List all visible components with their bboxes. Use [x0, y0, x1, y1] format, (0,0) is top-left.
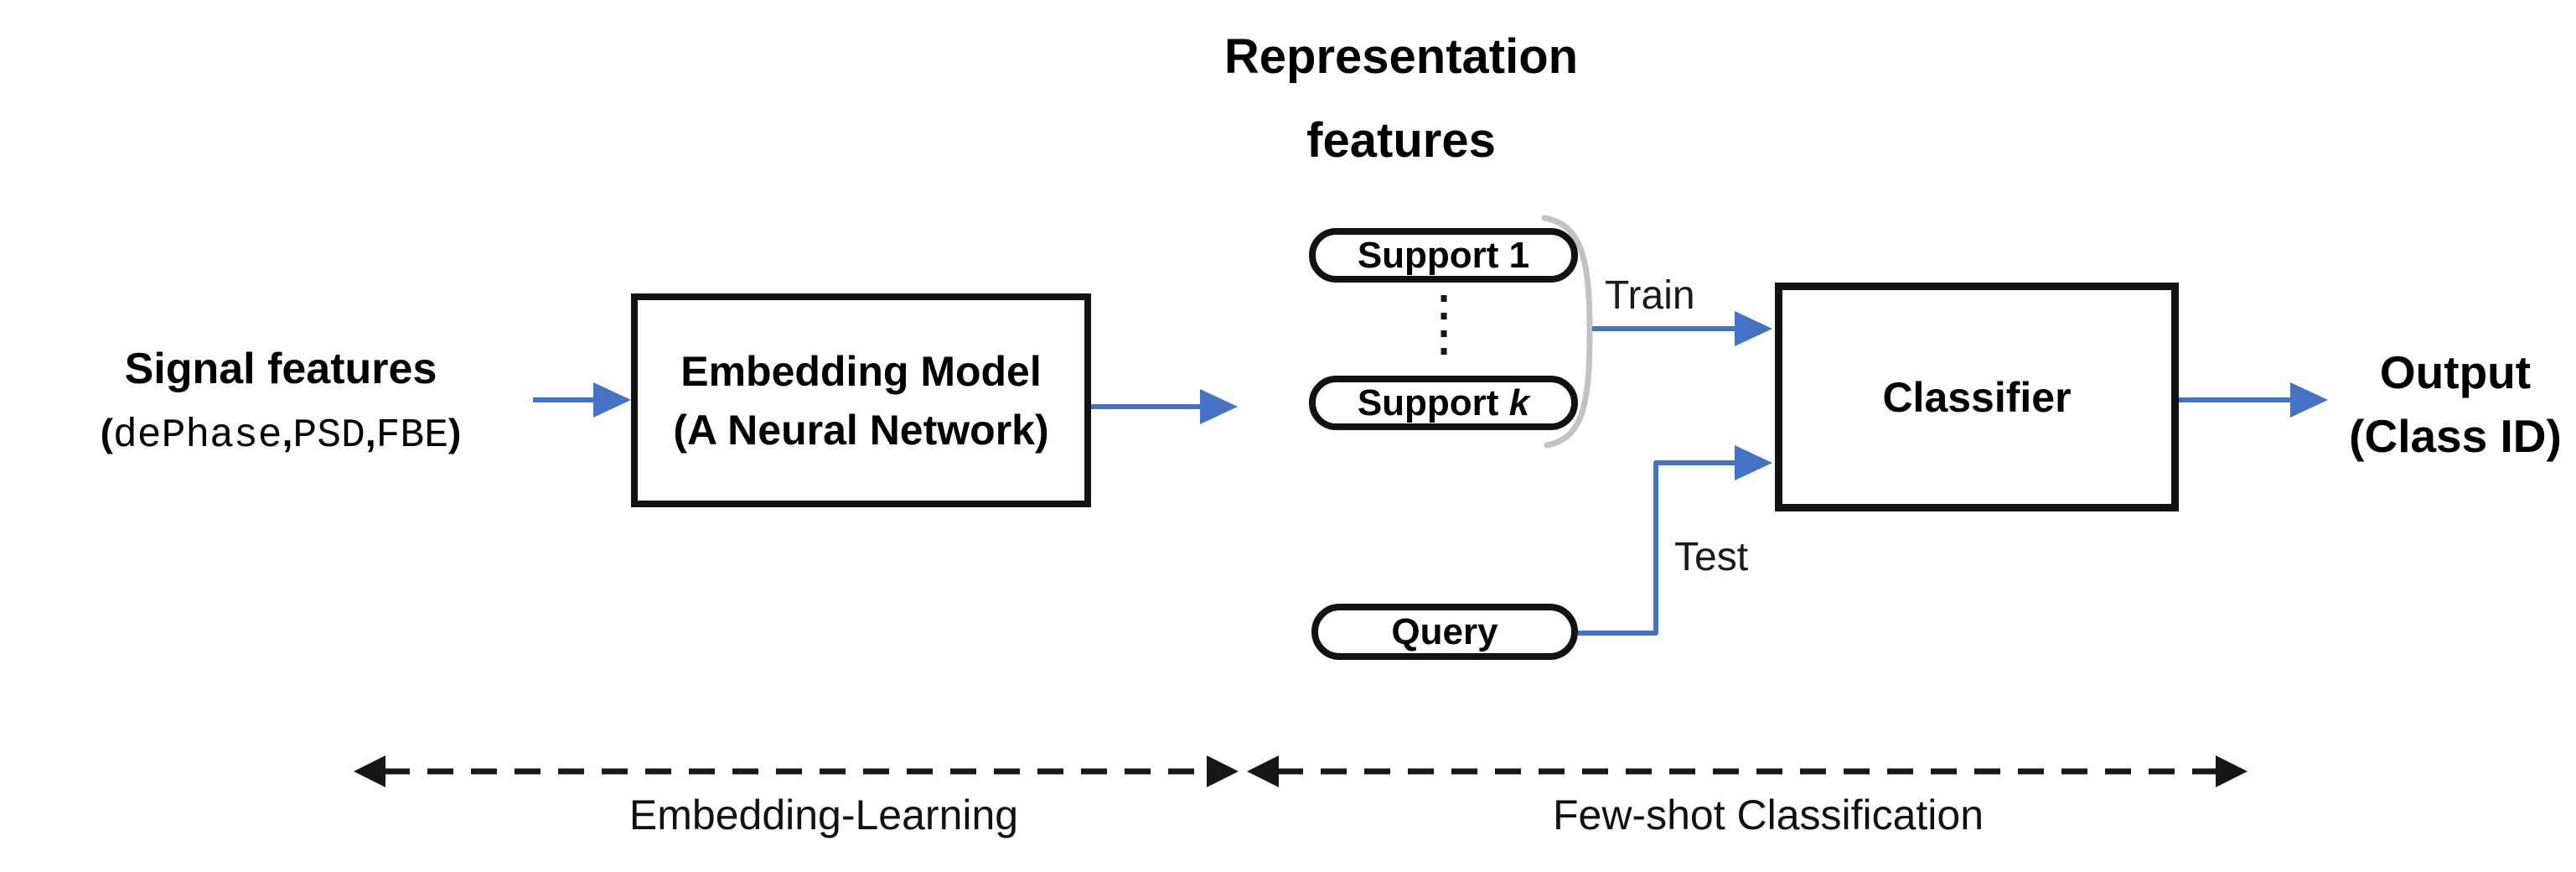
paren-close: )	[448, 411, 462, 454]
diagram-title-line1: Representation	[1223, 29, 1579, 84]
embedding-output-arrow	[1091, 389, 1238, 424]
support-1-pill: Support 1	[1309, 228, 1578, 283]
signal-features-label: Signal features (dePhase,PSD,FBE)	[8, 337, 553, 468]
comma: ,	[365, 411, 376, 454]
classifier-label: Classifier	[1882, 373, 2072, 421]
embedding-model-line1: Embedding Model	[680, 347, 1042, 395]
embedding-model-line2: (A Neural Network)	[673, 406, 1049, 454]
support-1-label: Support 1	[1357, 234, 1530, 276]
diagram-title: Representation features	[1150, 15, 1653, 183]
signal-features-heading: Signal features	[124, 345, 437, 393]
support-k-pill: Support k	[1309, 376, 1578, 430]
few-shot-classification-caption: Few-shot Classification	[1552, 792, 1984, 838]
feature-psd: PSD	[292, 413, 365, 459]
embedding-learning-caption: Embedding-Learning	[628, 792, 1019, 838]
paren-open: (	[100, 411, 113, 454]
output-line2: (Class ID)	[2349, 410, 2562, 462]
query-label: Query	[1391, 610, 1498, 652]
test-label: Test	[1674, 535, 1749, 579]
classifier-node: Classifier	[1775, 283, 2179, 511]
diagram-title-line2: features	[1306, 113, 1496, 168]
query-pill: Query	[1311, 604, 1578, 660]
comma: ,	[282, 411, 293, 454]
feature-dephase: dePhase	[112, 413, 282, 459]
signal-features-list: (dePhase,PSD,FBE)	[8, 401, 553, 468]
support-k-variable: k	[1508, 382, 1530, 423]
support-k-label: Support k	[1357, 382, 1530, 423]
output-label: Output (Class ID)	[2296, 340, 2576, 468]
feature-fbe: FBE	[375, 413, 449, 459]
fewshot-phase-arrow	[1247, 755, 2248, 787]
embedding-phase-arrow	[354, 755, 1239, 787]
output-line1: Output	[2379, 346, 2532, 398]
train-label: Train	[1605, 273, 1695, 318]
embedding-model-node: Embedding Model (A Neural Network)	[631, 293, 1091, 507]
